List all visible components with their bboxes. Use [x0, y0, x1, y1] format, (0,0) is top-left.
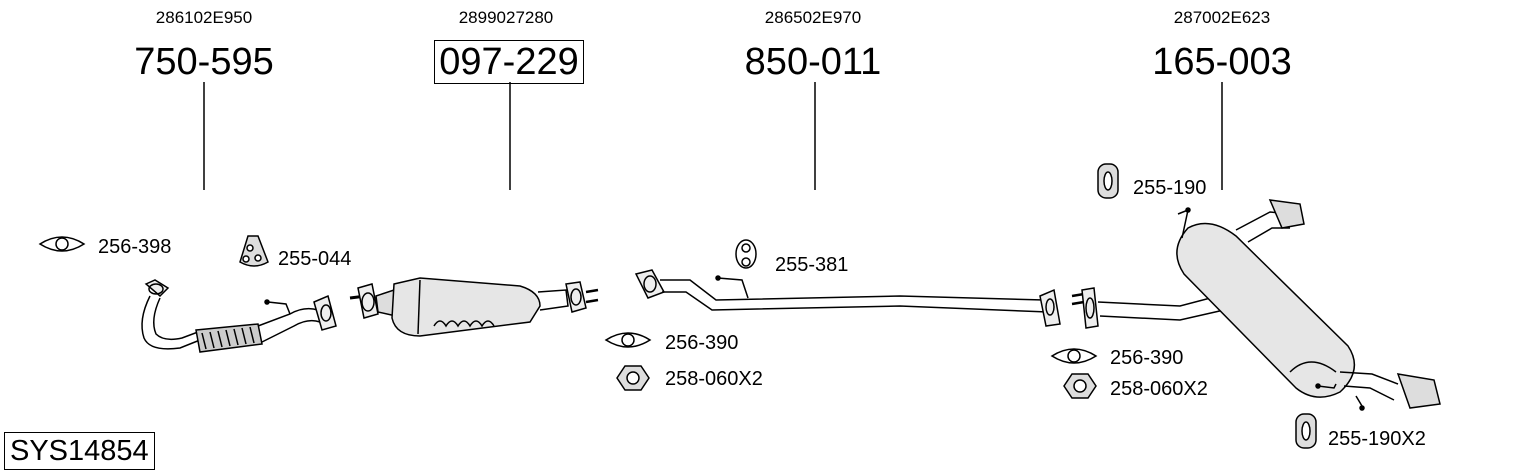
oem-number-front-pipe: 286102E950: [155, 8, 253, 27]
gasket-icon-1: [38, 236, 86, 252]
nut-label-2[interactable]: 258-060X2: [1110, 378, 1208, 400]
hanger-label-1[interactable]: 255-044: [278, 248, 352, 270]
part-number-centre-pipe[interactable]: 850-011: [744, 41, 882, 83]
catalyst-drawing: [349, 277, 599, 337]
hanger-label-4[interactable]: 255-190X2: [1328, 428, 1426, 450]
part-number-rear-silencer[interactable]: 165-003: [1152, 41, 1292, 83]
gasket-label-2[interactable]: 256-390: [665, 332, 739, 354]
part-number-catalyst-text: 097-229: [434, 40, 584, 84]
gasket-icon-2: [604, 332, 652, 348]
system-id-box: SYS14854: [4, 432, 155, 470]
hanger-icon-3: [1097, 163, 1119, 199]
part-number-catalyst[interactable]: 097-229: [389, 40, 629, 84]
oem-number-rear-silencer: 287002E623: [1173, 8, 1271, 27]
hanger-label-3[interactable]: 255-190: [1133, 177, 1207, 199]
part-number-front-pipe[interactable]: 750-595: [134, 41, 274, 83]
hanger-icon-4: [1295, 413, 1317, 449]
nut-label-1[interactable]: 258-060X2: [665, 368, 763, 390]
front-pipe-drawing: [141, 279, 337, 353]
rear-silencer-drawing: [1071, 199, 1441, 411]
gasket-icon-3: [1050, 348, 1098, 364]
nut-icon-1: [616, 365, 650, 391]
nut-icon-2: [1063, 373, 1097, 399]
oem-number-catalyst: 2899027280: [458, 8, 554, 27]
hanger-label-2[interactable]: 255-381: [775, 254, 849, 276]
centre-pipe-drawing: [634, 269, 1061, 327]
gasket-label-3[interactable]: 256-390: [1110, 347, 1184, 369]
oem-number-centre-pipe: 286502E970: [764, 8, 862, 27]
hanger-icon-2: [735, 239, 757, 269]
hanger-icon-1: [239, 235, 269, 267]
gasket-label-1[interactable]: 256-398: [98, 236, 172, 258]
